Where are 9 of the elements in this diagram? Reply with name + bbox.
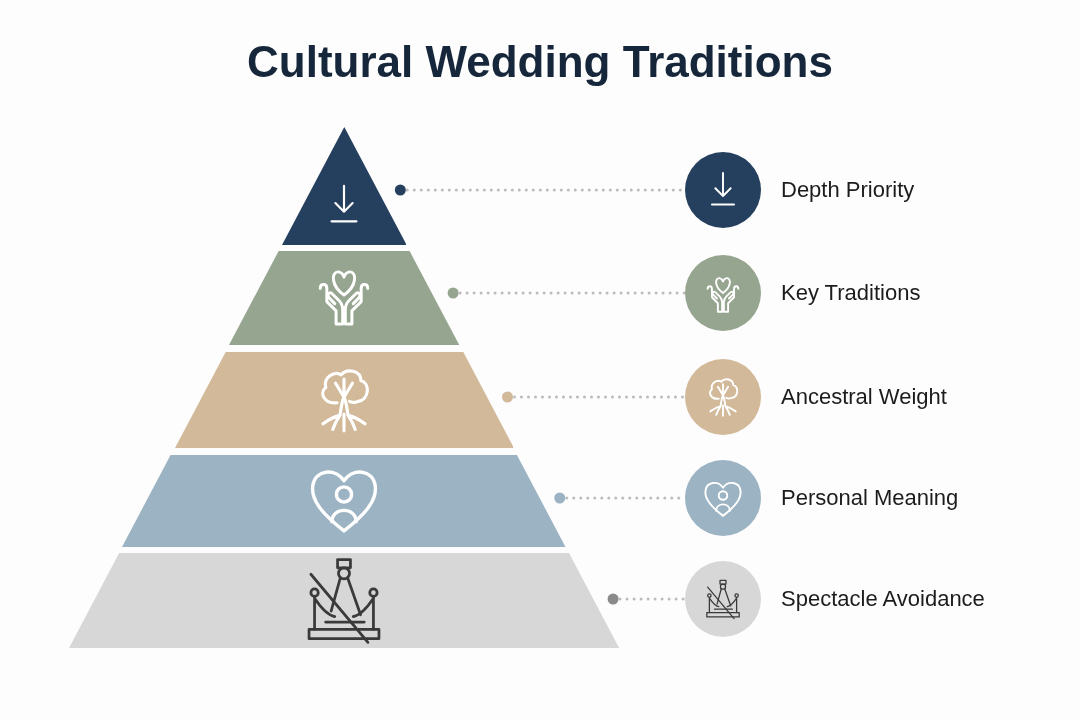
- dotted-leader-line: [502, 391, 687, 403]
- tier-label: Personal Meaning: [781, 484, 959, 512]
- dotted-leader-line: [447, 287, 687, 299]
- tier-label: Key Traditions: [781, 279, 921, 307]
- tier-label: Depth Priority: [781, 176, 915, 204]
- dotted-leader-line: [607, 593, 687, 605]
- tier-label: Spectacle Avoidance: [781, 585, 985, 613]
- tier-label: Ancestral Weight: [781, 383, 947, 411]
- diagram-title: Cultural Wedding Traditions: [247, 38, 833, 87]
